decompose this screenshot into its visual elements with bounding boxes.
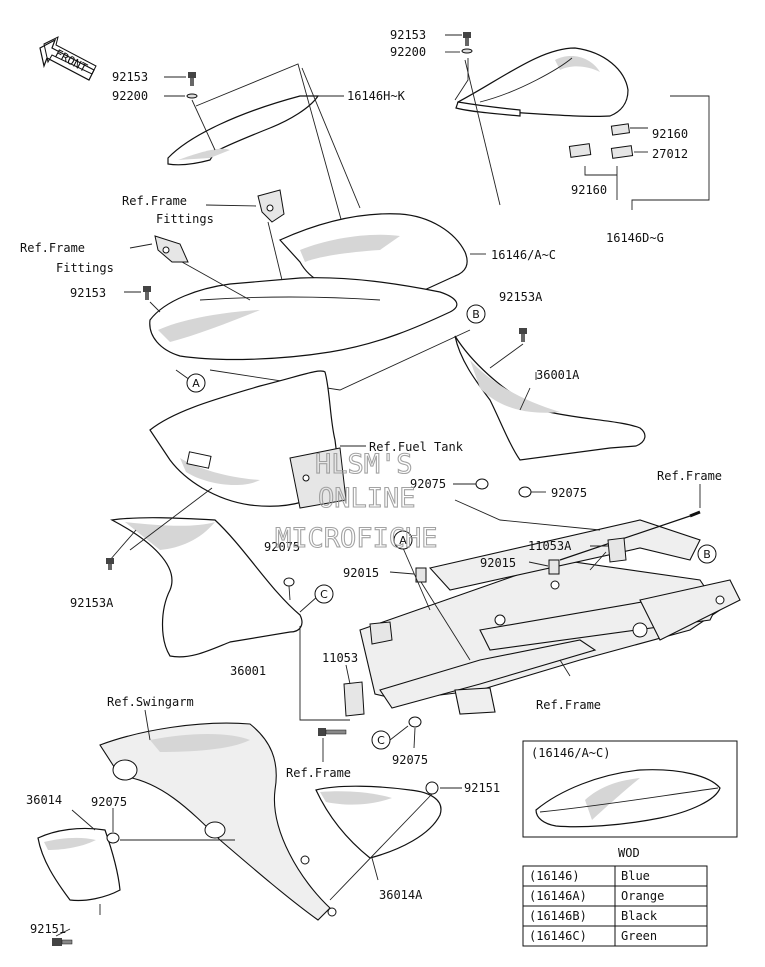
color-table-color: Orange [621,889,664,903]
label-16146HK: 16146H~K [347,89,406,103]
label-92015-a: 92015 [480,556,516,570]
watermark-line-3: MICROFICHE [275,523,438,554]
label-36001A: 36001A [536,368,580,382]
callout-A-top: A [186,373,206,393]
chain-guard-36014 [37,827,121,902]
label-92075-b: 92075 [551,486,587,500]
label-27012: 27012 [652,147,688,161]
label-ref-fuel-tank: Ref.Fuel Tank [369,440,464,454]
label-92151-left: 92151 [30,922,66,936]
label-16146DG: 16146D~G [606,231,664,245]
bracket-11053 [343,681,365,717]
watermark-line-1: HLSM'S [315,449,413,480]
side-cover-36001 [110,517,303,658]
svg-text:C: C [377,734,385,747]
screw-92153-top [461,32,473,54]
inset-caption: WOD [618,846,640,860]
svg-text:B: B [472,308,480,321]
label-92153A-left: 92153A [70,596,114,610]
bolt-ref-frame [318,728,347,736]
inset-box: (16146/A~C) WOD [522,740,738,860]
screw-92151-right [425,781,439,795]
chain-guard-36014A [315,785,442,859]
callout-A-mid: A [393,530,413,550]
label-36014: 36014 [26,793,62,807]
label-11053: 11053 [322,651,358,665]
label-36001: 36001 [230,664,266,678]
color-table-row: (16146C) Green [522,925,708,947]
label-92153-mid: 92153 [70,286,106,300]
screw-92153-left [186,72,198,99]
color-table-row: (16146) Blue [522,865,708,887]
screw-92153A-top [519,328,527,342]
color-table-code: (16146A) [529,889,587,903]
screw-92153A-left [106,558,114,570]
pad-92160-b [568,143,592,158]
label-92153A-top: 92153A [499,290,543,304]
callout-B-right: B [697,544,717,564]
watermark: HLSM'S ONLINE MICROFICHE [274,448,438,554]
fuel-tank-bracket [289,447,347,509]
label-92015-b: 92015 [343,566,379,580]
side-cover-36001A [454,335,646,461]
color-table-color: Blue [621,869,650,883]
tail-cowl-16146AC [149,213,468,361]
pad-27012 [610,145,634,159]
label-ref-frame-fittings-1a: Ref.Frame [122,194,187,208]
label-92075-a: 92075 [410,477,446,491]
label-16146AC: 16146/A~C [491,248,556,262]
screw-92151-left [52,938,73,946]
label-92075-c: 92075 [264,540,300,554]
label-92153-left: 92153 [112,70,148,84]
seat-cowl-16146DG [455,47,629,117]
swingarm [99,722,331,921]
svg-text:C: C [320,588,328,601]
label-ref-frame-fittings-2a: Ref.Frame [20,241,85,255]
color-table: (16146)Blue(16146A)Orange(16146B)Black(1… [522,865,708,947]
label-92151-right: 92151 [464,781,500,795]
label-ref-frame-bottom: Ref.Frame [536,698,601,712]
callout-C-bottom: C [371,730,391,750]
color-table-row: (16146B) Black [522,905,708,927]
label-92075-d: 92075 [392,753,428,767]
inset-title: (16146/A~C) [531,746,610,760]
front-arrow: FRONT [39,36,97,81]
label-36014A: 36014A [379,888,423,902]
label-92153-top: 92153 [390,28,426,42]
svg-text:A: A [192,377,200,390]
rear-frame [359,510,741,715]
label-92075-e: 92075 [91,795,127,809]
color-table-code: (16146B) [529,909,587,923]
label-ref-frame-lower: Ref.Frame [286,766,351,780]
watermark-line-2: ONLINE [318,483,416,514]
color-table-row: (16146A) Orange [522,885,708,907]
label-ref-frame-right: Ref.Frame [657,469,722,483]
svg-text:B: B [703,548,711,561]
frame-fitting-2 [154,235,189,263]
color-table-code: (16146) [529,869,580,883]
svg-text:A: A [399,534,407,547]
label-ref-swingarm: Ref.Swingarm [107,695,194,709]
label-11053A: 11053A [528,539,572,553]
callout-B-top: B [466,304,486,324]
label-92200-left: 92200 [112,89,148,103]
color-table-color-cell [614,925,708,947]
bracket-11053A [607,537,627,563]
color-table-color: Green [621,929,657,943]
seat-cover-16146HK [167,95,320,166]
pad-92160-a [610,123,631,136]
frame-fitting-1 [257,189,285,223]
color-table-color: Black [621,909,658,923]
label-92160-a: 92160 [652,127,688,141]
label-92160-b: 92160 [571,183,607,197]
callout-C-mid: C [314,584,334,604]
label-92200-top: 92200 [390,45,426,59]
label-ref-frame-fittings-2b: Fittings [56,261,114,275]
screw-92153-mid [143,286,151,300]
color-table-code: (16146C) [529,929,587,943]
label-ref-frame-fittings-1b: Fittings [156,212,214,226]
